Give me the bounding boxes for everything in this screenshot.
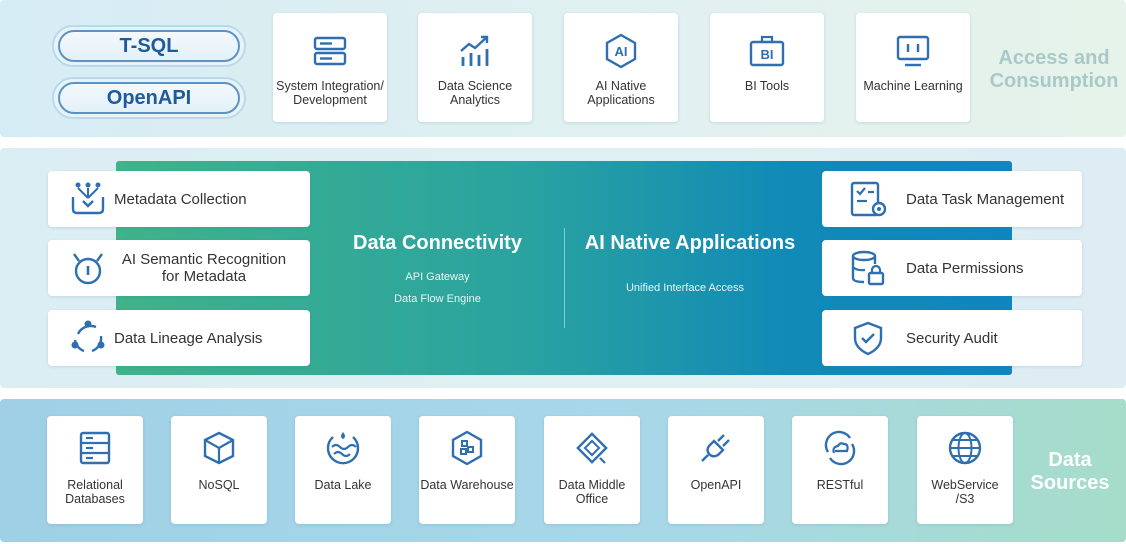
openapi-pill: OpenAPI [52,77,246,119]
access-card-label: Machine Learning [863,79,963,93]
source-card-data-warehouse: Data Warehouse [419,416,515,524]
source-card-nosql: NoSQL [171,416,267,524]
access-card-label: BI Tools [744,79,790,93]
access-card-label: Data Science Analytics [437,79,513,107]
data-connectivity-title: Data Connectivity [353,232,522,254]
source-card-data-lake: Data Lake [295,416,391,524]
shield-check-icon [853,321,883,356]
unified-interface-label: Unified Interface Access [625,282,744,294]
ai-native-applications-title: AI Native Applications [584,232,796,254]
sources-section-label: Data Sources [1030,449,1110,494]
task-checklist-icon [850,181,887,217]
rack-icon [79,431,111,465]
center-divider [564,228,565,328]
diamond-chip-icon [576,432,608,464]
data-permissions-card: Data Permissions [822,240,1082,296]
ai-hexagon-icon: AI [605,33,637,69]
data-lineage-card: Data Lineage Analysis [48,310,310,366]
source-card-label: NoSQL [198,478,240,492]
metadata-collection-label: Metadata Collection [114,190,247,208]
access-card-system-integration: System Integration/ Development [273,13,387,122]
source-card-label: RESTful [816,478,864,492]
source-card-webservice: WebService /S3 [917,416,1013,524]
access-card-label: AI Native Applications [587,79,655,107]
metadata-collection-card: Metadata Collection [48,171,310,227]
security-audit-label: Security Audit [906,329,998,347]
access-card-bi-tools: BI BI Tools [710,13,824,122]
source-card-openapi: OpenAPI [668,416,764,524]
access-card-label: System Integration/ Development [276,79,384,107]
access-section-label: Access and Consumption [989,47,1119,92]
chart-growth-icon [460,35,489,66]
plug-icon [701,434,730,462]
source-card-relational: Relational Databases [47,416,143,524]
data-task-management-card: Data Task Management [822,171,1082,227]
robot-icon [73,253,103,285]
ai-semantic-recognition-card: AI Semantic Recognition for Metadata [48,240,310,296]
water-icon [326,432,360,465]
svg-text:BI: BI [761,47,774,62]
data-task-management-label: Data Task Management [906,190,1065,208]
source-card-label: OpenAPI [690,478,742,492]
source-card-restful: RESTful [792,416,888,524]
funnel-collect-icon [71,182,105,215]
source-card-label: Data Lake [314,478,372,492]
bi-briefcase-icon: BI [749,35,785,67]
data-permissions-label: Data Permissions [906,259,1024,277]
cloud-sync-icon [824,430,856,466]
source-card-label: Data Warehouse [420,478,514,492]
database-lock-icon [851,250,885,286]
cube-icon [203,431,235,465]
monitor-icon [896,35,930,67]
api-gateway-label: API Gateway [405,271,470,283]
server-icon [313,36,347,66]
access-card-data-science: Data Science Analytics [418,13,532,122]
access-card-ai-native: AI AI Native Applications [564,13,678,122]
hex-grid-icon [451,430,483,466]
lineage-nodes-icon [71,320,105,353]
data-flow-engine-label: Data Flow Engine [394,293,481,305]
tsql-pill: T-SQL [52,25,246,67]
ai-semantic-recognition-label: AI Semantic Recognition for Metadata [121,251,287,285]
openapi-pill-label: OpenAPI [58,82,240,114]
source-card-label: Relational Databases [65,478,125,506]
security-audit-card: Security Audit [822,310,1082,366]
access-card-machine-learning: Machine Learning [856,13,970,122]
data-lineage-label: Data Lineage Analysis [114,329,263,347]
source-card-label: WebService /S3 [931,478,999,506]
source-card-label: Data Middle Office [558,478,626,506]
svg-text:AI: AI [615,44,628,59]
globe-icon [948,431,982,465]
source-card-data-middle-office: Data Middle Office [544,416,640,524]
tsql-pill-label: T-SQL [58,30,240,62]
